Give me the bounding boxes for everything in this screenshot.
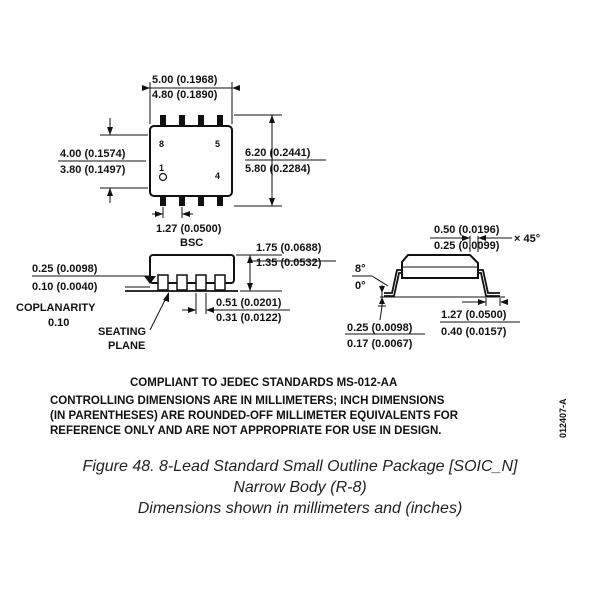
thickness-min: 0.17 (0.0067): [347, 338, 413, 350]
standoff-min: 0.10 (0.0040): [32, 281, 98, 293]
lead-top-1: [160, 115, 166, 127]
pin-8-label: 8: [159, 139, 164, 149]
lead-bottom-4: [217, 194, 223, 206]
note-line-1: CONTROLLING DIMENSIONS ARE IN MILLIMETER…: [50, 395, 445, 407]
height-min: 1.35 (0.0532): [256, 257, 322, 269]
pin1-marker: [158, 172, 168, 182]
side-lead-3: [195, 274, 207, 291]
seating-plane-label-1: SEATING: [98, 326, 146, 338]
pin-4-label: 4: [215, 171, 220, 181]
chamfer-angle: × 45°: [514, 233, 540, 245]
angle-min: 0°: [355, 280, 366, 292]
width-max: 4.00 (0.1574): [60, 148, 126, 160]
side-view: 0.25 (0.0098) 0.10 (0.0040) 1.75 (0.0688…: [16, 242, 336, 352]
end-view: 0.50 (0.0196) 0.25 (0.0099) × 45° 8° 0° …: [345, 224, 540, 350]
side-lead-4: [214, 274, 226, 291]
end-lead-left: [384, 269, 402, 294]
pin-1-label: 1: [159, 163, 164, 173]
note-line-2: (IN PARENTHESES) ARE ROUNDED-OFF MILLIME…: [50, 410, 459, 422]
width-min: 3.80 (0.1497): [60, 164, 126, 176]
thickness-max: 0.25 (0.0098): [347, 322, 413, 334]
caption-line-1: Figure 48. 8-Lead Standard Small Outline…: [83, 458, 518, 475]
lead-top-4: [217, 115, 223, 127]
coplanarity-value: 0.10: [48, 317, 69, 329]
end-lead-right: [478, 269, 500, 294]
length-max: 5.00 (0.1968): [152, 74, 218, 86]
caption: Figure 48. 8-Lead Standard Small Outline…: [83, 458, 518, 517]
lead-top-2: [179, 115, 185, 127]
drawing-code: 012407-A: [558, 398, 568, 438]
span-min: 5.80 (0.2284): [245, 163, 311, 175]
note-line-3: REFERENCE ONLY AND ARE NOT APPROPRIATE F…: [50, 425, 441, 437]
caption-line-3: Dimensions shown in millimeters and (inc…: [138, 500, 463, 517]
notes: COMPLIANT TO JEDEC STANDARDS MS-012-AA C…: [50, 377, 568, 438]
lead-bottom-1: [160, 194, 166, 206]
side-lead-1: [157, 274, 169, 291]
span-max: 6.20 (0.2441): [245, 147, 311, 159]
pitch-note: BSC: [180, 237, 203, 249]
chamfer-max: 0.50 (0.0196): [434, 224, 500, 236]
foot-max: 1.27 (0.0500): [441, 309, 507, 321]
package-body-top: [149, 125, 233, 197]
foot-min: 0.40 (0.0157): [441, 326, 507, 338]
caption-line-2: Narrow Body (R-8): [233, 479, 366, 496]
jedec-note: COMPLIANT TO JEDEC STANDARDS MS-012-AA: [130, 377, 397, 389]
pin-5-label: 5: [215, 139, 220, 149]
length-min: 4.80 (0.1890): [152, 89, 218, 101]
coplanarity-label: COPLANARITY: [16, 302, 96, 314]
seating-plane-label-2: PLANE: [108, 340, 145, 352]
lead-width-max: 0.51 (0.0201): [216, 297, 282, 309]
lead-width-min: 0.31 (0.0122): [216, 312, 282, 324]
side-lead-2: [176, 274, 188, 291]
standoff-max: 0.25 (0.0098): [32, 263, 98, 275]
lead-bottom-2: [179, 194, 185, 206]
package-body-side: [149, 254, 235, 284]
top-view: 8 5 1 4 5.00 (0.1968) 4.80 (0.1890) 4.00…: [58, 74, 326, 249]
angle-max: 8°: [355, 263, 366, 275]
lead-bottom-3: [198, 194, 204, 206]
lead-top-3: [198, 115, 204, 127]
chamfer-min: 0.25 (0.0099): [434, 240, 500, 252]
pitch-value: 1.27 (0.0500): [156, 223, 222, 235]
height-max: 1.75 (0.0688): [256, 242, 322, 254]
